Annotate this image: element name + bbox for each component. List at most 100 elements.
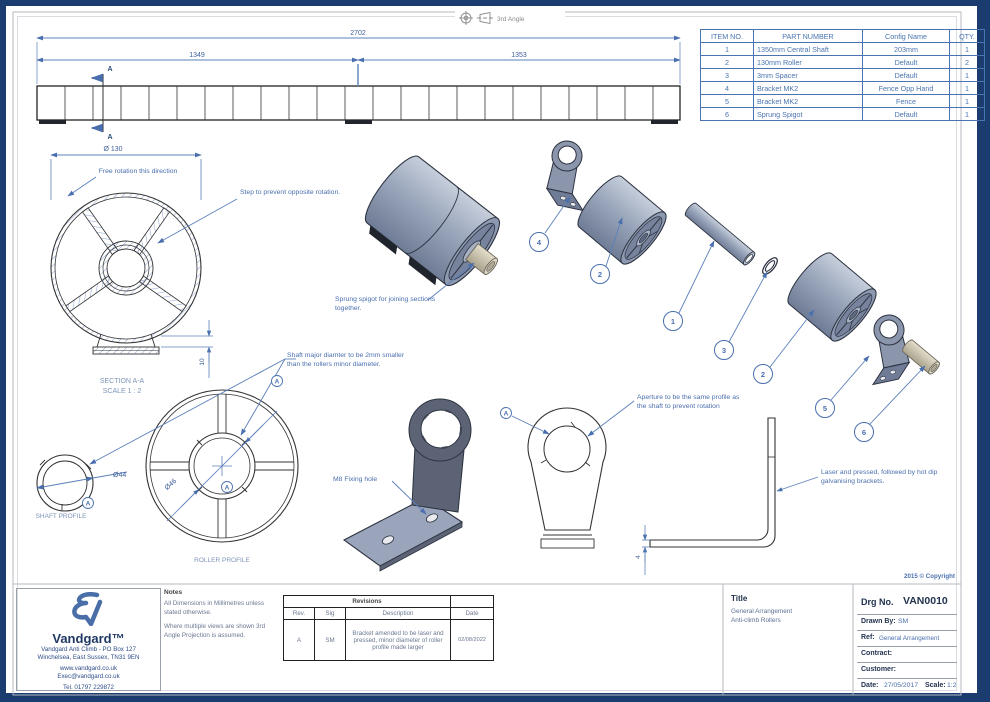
view-labels: SECTION A-A SCALE 1 : 2 SHAFT PROFILE RO…	[36, 378, 251, 564]
cell-config: Default	[862, 107, 950, 121]
notes-line-1: All Dimensions in Millimetres unless sta…	[164, 600, 265, 616]
cell-item: 6	[700, 107, 754, 121]
customer-label: Customer:	[861, 666, 897, 673]
cell-config: Fence Opp Hand	[862, 81, 950, 95]
annotation-m8: M8 Fixing hole	[333, 476, 378, 483]
annotation-free-rotation: Free rotation this direction	[98, 168, 178, 175]
section-aa-view	[50, 152, 238, 378]
contract-label: Contract:	[861, 650, 893, 657]
section-cut-line	[90, 73, 104, 133]
col-qty: QTY.	[949, 29, 985, 43]
shaft-profile-view	[36, 454, 128, 512]
section-spokes	[65, 207, 187, 313]
bracket-mk2-opp-hand	[541, 137, 598, 212]
cell-qty: 1	[949, 42, 985, 56]
copyright-note: 2015 © Copyright	[904, 573, 955, 580]
dim-dia46: Ø46	[164, 478, 179, 492]
parts-table-header-row: ITEM NO. PART NUMBER Config Name QTY.	[700, 29, 985, 43]
cell-config: 203mm	[862, 42, 950, 56]
date-col: Date	[450, 607, 494, 620]
ref-value: General Arrangement	[879, 634, 940, 642]
ref-label: Ref:	[861, 634, 875, 641]
col-item-no: ITEM NO.	[700, 29, 754, 43]
sprung-spigot-part	[902, 339, 940, 375]
cell-config: Default	[862, 68, 950, 82]
revisions-title: Revisions	[283, 595, 451, 608]
spigot-leader	[427, 262, 475, 301]
cell-qty: 2	[949, 55, 985, 69]
balloon-2a: 2	[598, 270, 602, 279]
cell-qty: 1	[949, 81, 985, 95]
dim-step10: 10	[199, 358, 206, 366]
annotation-sprung-spigot: Sprung spigot for joining sections toget…	[335, 296, 436, 312]
border-bottom	[0, 693, 990, 702]
balloon-leaders	[544, 196, 926, 425]
revisions-title-spacer	[450, 595, 494, 608]
revisions-header-row: Rev. Sig Description Date	[283, 607, 494, 620]
title-line-2: Anti-climb Rollers	[731, 617, 781, 624]
brand-name: Vandgard™	[52, 631, 125, 646]
datum-a-note: A	[275, 379, 280, 386]
date-label: Date:	[861, 682, 879, 689]
cell-part: 3mm Spacer	[753, 68, 863, 82]
cell-qty: 1	[949, 68, 985, 82]
balloon-4: 4	[537, 238, 542, 247]
dim-thickness4: 4	[635, 555, 642, 559]
scale-value: 1:2	[947, 682, 957, 689]
table-row: 1 1350mm Central Shaft 203mm 1	[700, 42, 985, 56]
date-value: 02/08/2022	[450, 619, 494, 661]
notes-section: Notes All Dimensions in Millimetres unle…	[164, 589, 276, 640]
drawn-by-value: SM	[898, 618, 909, 625]
cell-part: 130mm Roller	[753, 55, 863, 69]
revisions-table: Revisions Rev. Sig Description Date A SM…	[283, 595, 494, 661]
border-left	[0, 0, 6, 702]
datum-a-aperture: A	[504, 411, 509, 418]
rev-value: A	[283, 619, 315, 661]
plan-dimensions	[36, 35, 681, 86]
cell-item: 1	[700, 42, 754, 56]
balloon-1: 1	[671, 317, 675, 326]
section-bracket-base	[92, 333, 160, 355]
section-marker-top: A	[107, 66, 112, 73]
shaft-major-leaders	[89, 358, 296, 465]
cell-item: 5	[700, 94, 754, 108]
cell-part: Sprung Spigot	[753, 107, 863, 121]
cell-item: 3	[700, 68, 754, 82]
drg-no-value: VAN0010	[903, 595, 948, 607]
cell-qty: 1	[949, 107, 985, 121]
projection-label: 3rd Angle	[497, 16, 525, 23]
sig-col: Sig	[314, 607, 346, 620]
bracket-3d-view	[342, 398, 472, 572]
address-line-1: Vandgard Anti Climb - PO Box 127	[41, 646, 136, 653]
cell-part: 1350mm Central Shaft	[753, 42, 863, 56]
datum-a-shaft: A	[86, 501, 91, 508]
annotation-shaft-major: Shaft major diamter to be 2mm smaller th…	[287, 352, 405, 368]
table-row: 4 Bracket MK2 Fence Opp Hand 1	[700, 81, 985, 95]
revisions-title-row: Revisions	[283, 595, 494, 608]
dim-overall: 2702	[350, 30, 366, 37]
section-label: SECTION A-A	[100, 378, 145, 385]
dim-right: 1353	[511, 52, 527, 59]
roller-pair-3d-view	[364, 155, 500, 286]
bracket-profile-view	[511, 400, 635, 549]
company-logo-box: Vandgard™ Vandgard Anti Climb - PO Box 1…	[16, 588, 161, 691]
shaft-profile-label: SHAFT PROFILE	[36, 513, 87, 520]
date-value: 27/05/2017	[884, 682, 919, 689]
rev-col: Rev.	[283, 607, 315, 620]
sig-value: SM	[314, 619, 346, 661]
balloon-6: 6	[862, 428, 866, 437]
telephone: Tel. 01797 229872	[63, 684, 114, 692]
cell-part: Bracket MK2	[753, 81, 863, 95]
email: Exec@vandgard.co.uk	[57, 673, 120, 681]
roller-130mm-a	[571, 169, 673, 271]
dim-left: 1349	[189, 52, 205, 59]
table-row: 5 Bracket MK2 Fence 1	[700, 94, 985, 108]
dim-dia130: Ø 130	[103, 146, 122, 153]
roller-profile-view	[145, 389, 299, 543]
notes-line-2: Where multiple views are shown 3rd Angle…	[164, 623, 266, 639]
col-part-number: PART NUMBER	[753, 29, 863, 43]
cell-config: Fence	[862, 94, 950, 108]
drawn-by-label: Drawn By:	[861, 618, 896, 625]
title-line-1: General Arrangement	[731, 608, 793, 615]
third-angle-symbol	[455, 9, 565, 27]
